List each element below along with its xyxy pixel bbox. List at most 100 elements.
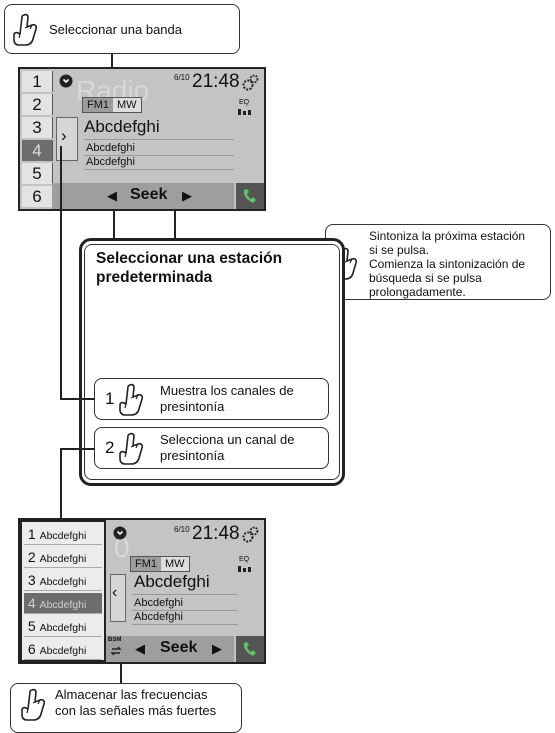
hand-touch-icon: [11, 13, 41, 47]
step-text: Muestra los canales de presintonía: [160, 383, 294, 415]
divider: [84, 139, 234, 140]
step-text-line: Muestra los canales de: [160, 383, 294, 398]
preset-num: 4: [27, 595, 36, 611]
step-text-line: Selecciona un canal de: [160, 432, 295, 447]
preset-button-1[interactable]: 1: [22, 71, 53, 92]
bsm-button[interactable]: BSM: [108, 637, 126, 659]
preset-station-group-inner: [84, 244, 340, 480]
band-fm1[interactable]: FM1: [131, 557, 161, 571]
preset-list-tab[interactable]: [110, 574, 126, 622]
band-callout: Seleccionar una banda: [4, 4, 240, 54]
seek-text-line: Sintoniza la próxima estación: [369, 229, 526, 243]
step-text: Selecciona un canal de presintonía: [160, 432, 294, 464]
hand-touch-icon: [19, 688, 49, 722]
info-line-1: Abcdefghi: [134, 597, 183, 609]
preset-num: 2: [27, 549, 36, 565]
preset-list-item-2[interactable]: 2 Abcdefghi: [24, 547, 102, 568]
bsm-label: BSM: [108, 637, 122, 643]
preset-list-item-4[interactable]: 4 Abcdefghi: [24, 593, 102, 614]
bsm-text-line: con las señales más fuertes: [55, 703, 217, 718]
phone-icon: [243, 642, 256, 656]
preset-list-item-3[interactable]: 3 Abcdefghi: [24, 570, 102, 591]
band-selector[interactable]: FM1 MW: [130, 556, 190, 572]
eq-icon[interactable]: [238, 107, 252, 115]
group-title-line: predeterminada: [96, 269, 213, 286]
eq-label[interactable]: EQ: [239, 556, 250, 563]
seek-bar: [106, 636, 234, 662]
divider: [132, 610, 238, 611]
seek-text-line: si se pulsa.: [369, 243, 430, 257]
preset-button-4[interactable]: 4: [22, 140, 53, 161]
step-2: 2 Selecciona un canal de presintonía: [94, 427, 329, 469]
seek-text-line: búsqueda si se pulsa: [369, 271, 482, 285]
bsm-callout-text: Almacenar las frecuencias con las señale…: [55, 687, 216, 719]
seek-prev-button[interactable]: ◀: [107, 188, 117, 203]
date-label: 6/10: [174, 73, 190, 82]
leader-line: [113, 211, 115, 241]
seek-bar: [52, 183, 234, 209]
preset-button-2[interactable]: 2: [22, 94, 53, 115]
hand-touch-icon: [117, 432, 147, 466]
band-selector[interactable]: FM1 MW: [82, 97, 142, 113]
preset-name: Abcdefghi: [39, 645, 87, 657]
divider: [84, 155, 234, 156]
preset-num: 6: [27, 641, 36, 657]
step-1: 1 Muestra los canales de presintonía: [94, 378, 329, 420]
seek-text-line: prolongadamente.: [369, 285, 466, 299]
preset-num: 3: [27, 572, 36, 588]
seek-label: Seek: [160, 639, 198, 656]
preset-name: Abcdefghi: [39, 576, 87, 588]
phone-button[interactable]: [236, 636, 264, 662]
preset-list-item-6[interactable]: 6 Abcdefghi: [24, 639, 102, 660]
preset-button-6[interactable]: 6: [22, 186, 53, 207]
preset-name: Abcdefghi: [39, 530, 87, 542]
preset-list-panel: 1 Abcdefghi 2 Abcdefghi 3 Abcdefghi 4 Ab…: [20, 520, 106, 662]
station-name: Abcdefghi: [84, 117, 160, 136]
group-title: Seleccionar una estación predeterminada: [96, 249, 282, 287]
leader-line: [60, 448, 94, 450]
bsm-text-line: Almacenar las frecuencias: [55, 687, 208, 702]
leader-line: [60, 398, 94, 400]
info-line-2: Abcdefghi: [134, 611, 183, 623]
eq-label[interactable]: EQ: [239, 99, 250, 106]
info-line-2: Abcdefghi: [86, 156, 135, 168]
leader-line: [60, 146, 62, 400]
seek-prev-button[interactable]: ◀: [135, 641, 145, 656]
band-mw[interactable]: MW: [165, 558, 185, 570]
seek-next-button[interactable]: ▶: [182, 188, 192, 203]
preset-name: Abcdefghi: [39, 599, 87, 611]
preset-list-item-5[interactable]: 5 Abcdefghi: [24, 616, 102, 637]
tab-arrow[interactable]: ‹: [112, 584, 118, 601]
seek-text-line: Comienza la sintonización de: [369, 257, 526, 271]
clock: 21:48: [192, 523, 240, 544]
hand-touch-icon: [117, 383, 147, 417]
gear-icon[interactable]: [240, 525, 260, 545]
step-number: 1: [105, 389, 115, 408]
seek-callout-text: Sintoniza la próxima estación si se puls…: [369, 229, 525, 299]
step-number: 2: [105, 438, 115, 457]
leader-line: [174, 211, 176, 241]
gear-icon[interactable]: [240, 73, 260, 93]
leader-line: [120, 662, 122, 684]
close-circle-icon[interactable]: [113, 526, 127, 540]
preset-name: Abcdefghi: [39, 553, 87, 565]
phone-button[interactable]: [236, 183, 264, 209]
tab-arrow[interactable]: ›: [61, 126, 67, 145]
preset-list-item-1[interactable]: 1 Abcdefghi: [24, 524, 102, 545]
clock: 21:48: [192, 71, 240, 92]
preset-button-5[interactable]: 5: [22, 163, 53, 184]
bsm-callout: Almacenar las frecuencias con las señale…: [10, 683, 242, 733]
seek-label: Seek: [130, 186, 168, 203]
band-mw[interactable]: MW: [117, 99, 137, 111]
eq-icon[interactable]: [238, 564, 252, 572]
group-title-line: Seleccionar una estación: [96, 250, 283, 267]
divider: [132, 594, 238, 595]
info-line-1: Abcdefghi: [86, 142, 135, 154]
station-name: Abcdefghi: [134, 572, 210, 591]
leader-line: [60, 448, 62, 520]
seek-next-button[interactable]: ▶: [212, 641, 222, 656]
close-circle-icon[interactable]: [59, 74, 73, 88]
band-fm1[interactable]: FM1: [83, 98, 113, 112]
preset-button-3[interactable]: 3: [22, 117, 53, 138]
